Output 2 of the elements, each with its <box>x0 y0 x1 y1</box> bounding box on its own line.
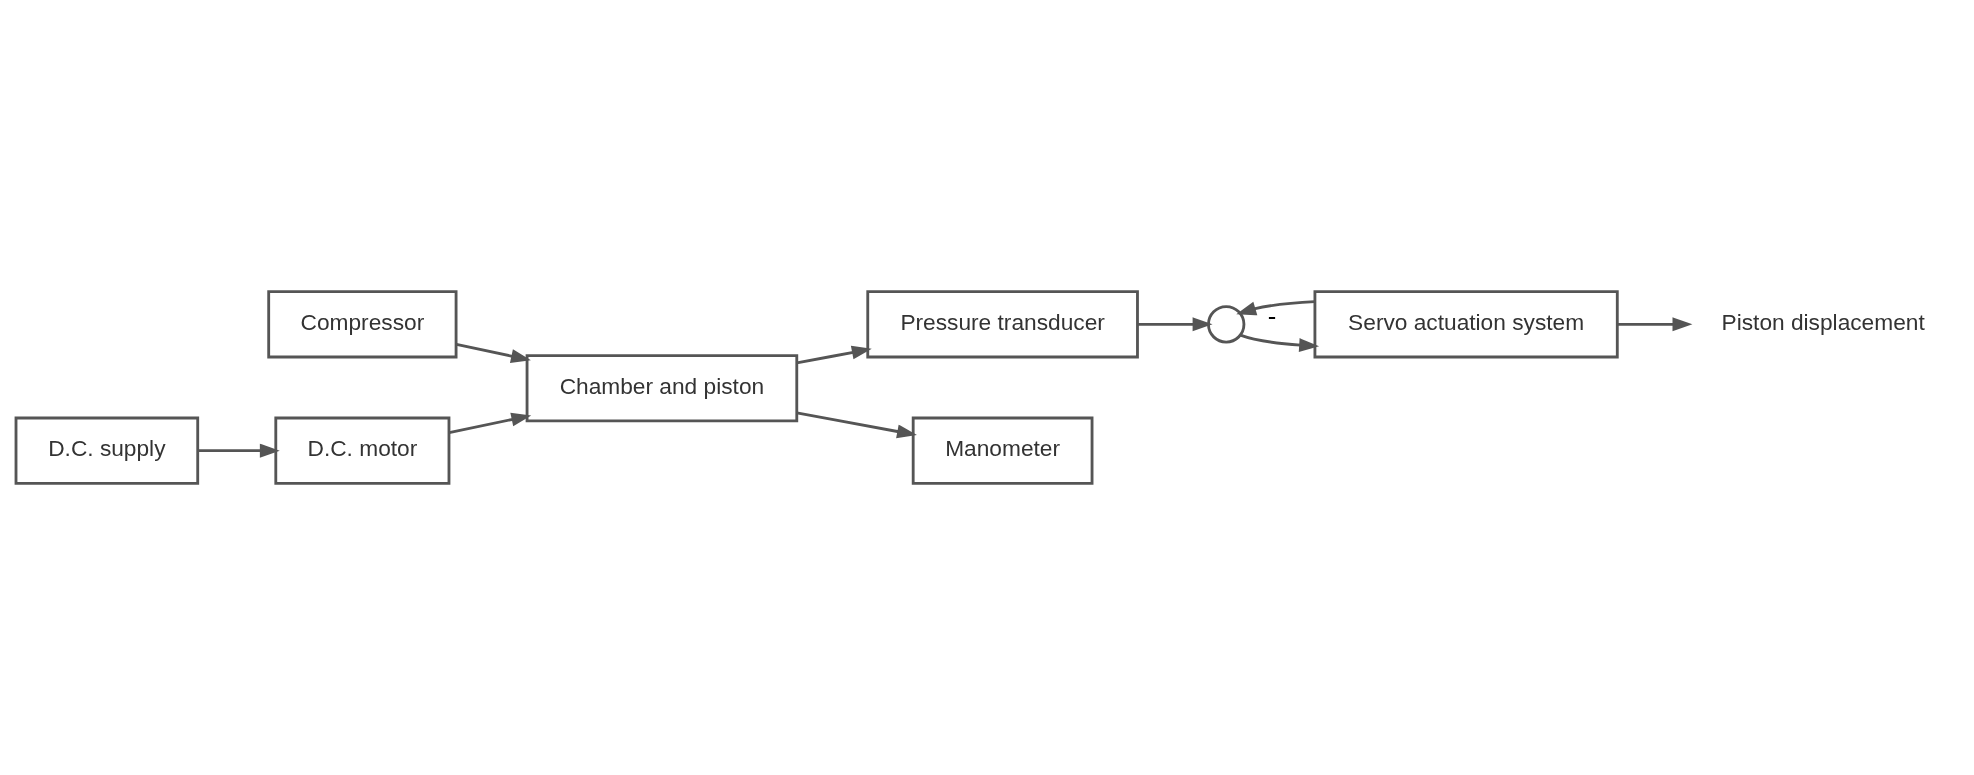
edge-label: - <box>1267 302 1277 331</box>
node-text: Piston displacement <box>1721 308 1925 335</box>
